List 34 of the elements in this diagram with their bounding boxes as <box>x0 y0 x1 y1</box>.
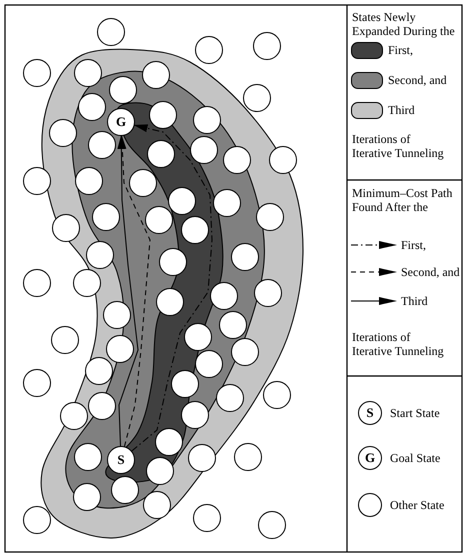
state-circle <box>269 146 297 174</box>
legend-label: First, <box>388 43 414 57</box>
legend-heading: Iterations of Iterative Tunneling <box>352 330 445 358</box>
legend-heading: Iterations of Iterative Tunneling <box>352 132 445 160</box>
state-circle <box>97 18 125 46</box>
legend-label: Second, and <box>401 265 460 279</box>
state-circle <box>23 369 51 397</box>
state-label: Goal State <box>390 451 440 465</box>
state-label: Start State <box>390 406 440 420</box>
state-circle <box>23 59 51 87</box>
path-arrow <box>117 135 138 446</box>
state-circle <box>193 504 221 532</box>
state-circle <box>23 167 51 195</box>
state-circle <box>51 326 79 354</box>
legend-label: Third <box>401 294 428 308</box>
state-circle <box>60 402 88 430</box>
state-circle: S <box>358 401 382 425</box>
legend-heading: Minimum–Cost Path Found After the <box>352 186 454 214</box>
state-circle <box>263 381 291 409</box>
state-circle <box>258 511 286 539</box>
state-circle <box>73 269 101 297</box>
state-circle <box>234 443 262 471</box>
state-circle <box>195 36 223 64</box>
legend-heading: States Newly Expanded During the <box>352 10 456 38</box>
state-label: Other State <box>390 498 444 512</box>
state-circle <box>253 32 281 60</box>
state-circle: G <box>358 446 382 470</box>
state-circle <box>23 506 51 534</box>
legend-label: Second, and <box>388 73 447 87</box>
path-arrow <box>131 124 212 452</box>
legend-label: First, <box>401 238 426 252</box>
state-circle <box>243 84 271 112</box>
legend-label: Third <box>388 103 415 117</box>
state-circle <box>23 269 51 297</box>
